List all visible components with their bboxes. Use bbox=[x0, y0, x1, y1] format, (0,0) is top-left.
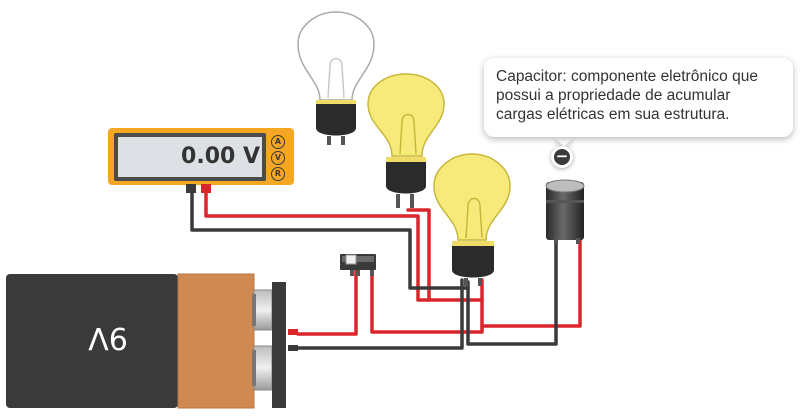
battery-label: 9V bbox=[88, 320, 128, 355]
meter-display bbox=[118, 137, 262, 177]
battery-9v[interactable] bbox=[6, 273, 298, 409]
battery-terminal-positive[interactable] bbox=[252, 289, 273, 331]
meter-probe-com[interactable] bbox=[186, 184, 196, 193]
wires bbox=[190, 190, 582, 350]
battery-terminal-negative[interactable] bbox=[252, 345, 273, 391]
capacitor-polarity-marker[interactable]: − bbox=[551, 146, 573, 168]
bulb-2[interactable] bbox=[367, 73, 445, 208]
bulb-1[interactable] bbox=[297, 11, 375, 145]
capacitor-tooltip-text: Capacitor: componente eletrônico que pos… bbox=[496, 68, 758, 123]
wire-red-battery[interactable] bbox=[296, 268, 358, 336]
capacitor-tooltip: Capacitor: componente eletrônico que pos… bbox=[484, 58, 793, 137]
capacitor[interactable] bbox=[545, 179, 585, 244]
wire-black-capacitor[interactable] bbox=[466, 238, 558, 346]
wire-red-capacitor[interactable] bbox=[480, 238, 582, 328]
wire-black-battery[interactable] bbox=[296, 278, 464, 350]
meter-reading: 0.00 V bbox=[181, 144, 260, 169]
wire-red-meter[interactable] bbox=[204, 190, 484, 302]
wire-red-switch[interactable] bbox=[370, 268, 484, 334]
battery-lead-black[interactable] bbox=[288, 345, 298, 351]
minus-icon: − bbox=[554, 147, 570, 165]
meter-mode-voltmeter[interactable]: V bbox=[271, 151, 285, 165]
battery-lead-red[interactable] bbox=[288, 329, 298, 335]
slide-switch[interactable] bbox=[340, 254, 376, 276]
wire-black-meter[interactable] bbox=[190, 190, 470, 290]
wire-red-bulb2[interactable] bbox=[406, 208, 431, 302]
meter-mode-ohmmeter[interactable]: R bbox=[271, 167, 285, 181]
meter-probe-v[interactable] bbox=[201, 184, 211, 193]
multimeter[interactable] bbox=[108, 128, 294, 193]
switch-handle[interactable] bbox=[345, 254, 357, 265]
meter-mode-ammeter[interactable]: A bbox=[271, 135, 285, 149]
bulb-3[interactable] bbox=[433, 153, 511, 286]
